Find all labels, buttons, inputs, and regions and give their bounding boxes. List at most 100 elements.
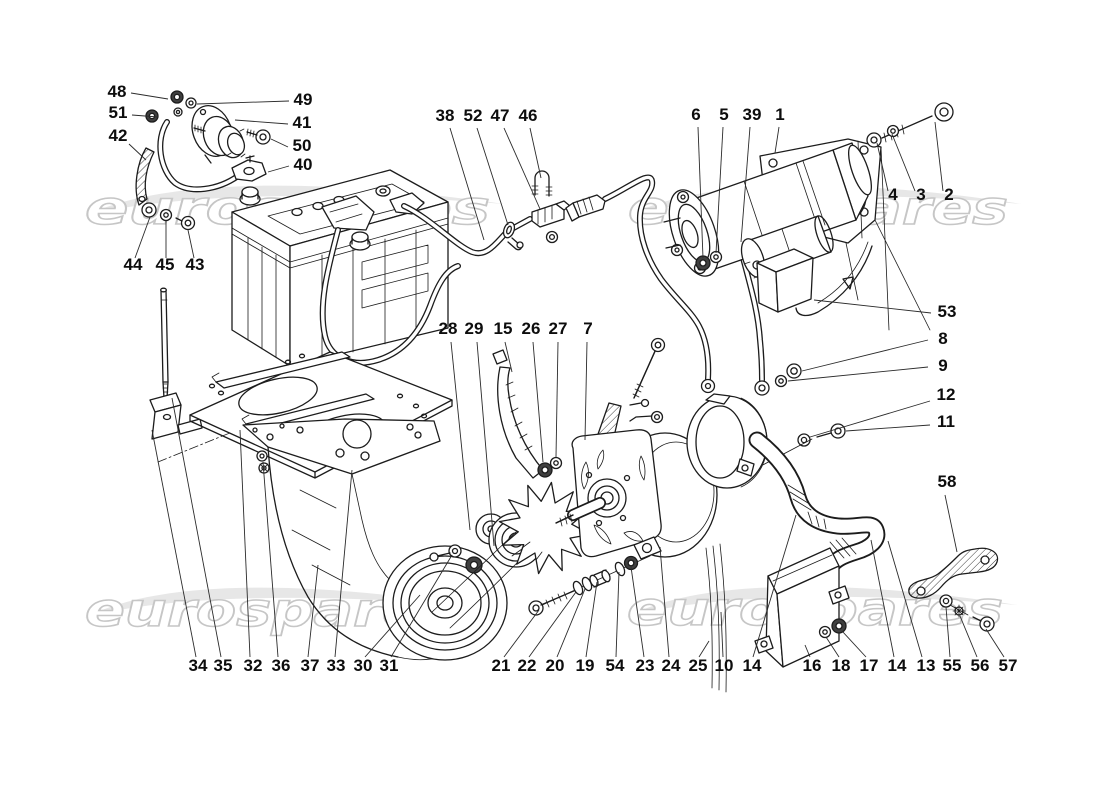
leader-line-49 (196, 100, 290, 105)
leader-line-9 (787, 366, 929, 382)
part-number-4: 4 (888, 185, 898, 204)
part-number-16: 16 (803, 656, 822, 675)
leader-line-8 (801, 339, 929, 372)
switch-to-battery-cable (157, 119, 241, 193)
part-number-55: 55 (943, 656, 962, 675)
battery-positive-cable (319, 227, 461, 366)
leader-line-57 (985, 628, 1005, 658)
part-number-13: 13 (917, 656, 936, 675)
leader-line-52 (476, 127, 509, 226)
leader-line-32 (239, 429, 251, 658)
leader-line-53 (813, 299, 932, 314)
ground-strap (135, 147, 155, 206)
artwork (135, 90, 999, 693)
part-number-45: 45 (156, 255, 175, 274)
terminal-clamp-40 (231, 155, 267, 182)
part-number-8: 8 (938, 329, 947, 348)
leader-line-3 (891, 133, 916, 192)
starter-motor (663, 142, 873, 279)
part-number-40: 40 (294, 155, 313, 174)
starter-mounting-hardware (695, 102, 954, 469)
leader-line-30 (364, 594, 421, 658)
leader-line-56 (959, 615, 978, 658)
leader-line-44 (134, 216, 151, 259)
part-number-28: 28 (439, 319, 458, 338)
part-number-58: 58 (938, 472, 957, 491)
part-number-22: 22 (518, 656, 537, 675)
rod-bracket (149, 392, 203, 440)
strap-bolt-washers (141, 202, 196, 231)
part-number-57: 57 (999, 656, 1018, 675)
leader-line-46 (529, 127, 542, 179)
engine-mount-plate (242, 418, 441, 475)
cable-connector-pair (531, 194, 606, 244)
leader-line-39 (740, 126, 751, 243)
part-number-48: 48 (108, 82, 127, 101)
leader-line-48 (130, 92, 169, 100)
part-number-47: 47 (491, 106, 510, 125)
watermark-swoosh (85, 587, 471, 618)
leader-line-47 (503, 127, 541, 210)
leader-line-7 (584, 341, 588, 441)
part-number-49: 49 (294, 90, 313, 109)
pivot-bolt-assembly (528, 555, 651, 616)
leader-line-1 (774, 126, 780, 154)
leader-line-6 (697, 126, 704, 259)
alternator-fan (498, 481, 592, 575)
part-number-1: 1 (775, 105, 784, 124)
leader-line-31 (390, 554, 453, 658)
leader-line-26 (532, 341, 544, 463)
leader-line-42 (128, 143, 147, 161)
part-number-37: 37 (301, 656, 320, 675)
leader-line-37 (307, 564, 319, 658)
leader-line-40 (267, 165, 290, 173)
leader-line-33 (334, 469, 353, 658)
air-guide-shroud (686, 393, 768, 489)
leader-line-13 (887, 540, 923, 658)
alternator-foot (633, 536, 662, 560)
leader-line-15 (504, 341, 513, 373)
leader-line-4 (876, 142, 889, 192)
u-bolt-clamp (531, 170, 553, 197)
leader-line-55 (945, 606, 951, 658)
leader-line-5 (715, 126, 724, 254)
part-number-17: 17 (860, 656, 879, 675)
part-number-50: 50 (293, 136, 312, 155)
part-number-56: 56 (971, 656, 990, 675)
part-number-44: 44 (124, 255, 143, 274)
leader-line-16 (804, 644, 811, 658)
part-number-52: 52 (464, 106, 483, 125)
crank-pulley (382, 545, 508, 661)
part-number-35: 35 (214, 656, 233, 675)
part-number-11: 11 (937, 412, 955, 431)
leader-line-51 (131, 114, 159, 118)
part-number-14: 14 (888, 656, 907, 675)
part-number-14: 14 (743, 656, 762, 675)
leader-line-24 (659, 546, 670, 658)
part-number-15: 15 (494, 319, 513, 338)
part-number-12: 12 (937, 385, 956, 404)
leader-line-19 (585, 581, 598, 658)
leader-line-38 (449, 127, 485, 241)
leader-line-35 (171, 397, 222, 658)
leader-line-27 (555, 341, 559, 458)
leader-line-29 (476, 341, 495, 547)
part-number-9: 9 (938, 356, 947, 375)
part-number-24: 24 (662, 656, 681, 675)
part-number-41: 41 (293, 113, 312, 132)
part-number-21: 21 (492, 656, 511, 675)
battery (231, 169, 449, 367)
part-number-46: 46 (519, 106, 538, 125)
leader-line-25 (698, 640, 710, 658)
alternator (555, 402, 718, 560)
leader-line-2 (934, 121, 944, 192)
air-duct-hose (748, 431, 886, 577)
part-number-33: 33 (327, 656, 346, 675)
part-number-32: 32 (244, 656, 263, 675)
leader-line-14 (752, 514, 797, 658)
starter-feed-cable (401, 174, 716, 394)
part-number-5: 5 (719, 105, 728, 124)
part-number-54: 54 (606, 656, 625, 675)
